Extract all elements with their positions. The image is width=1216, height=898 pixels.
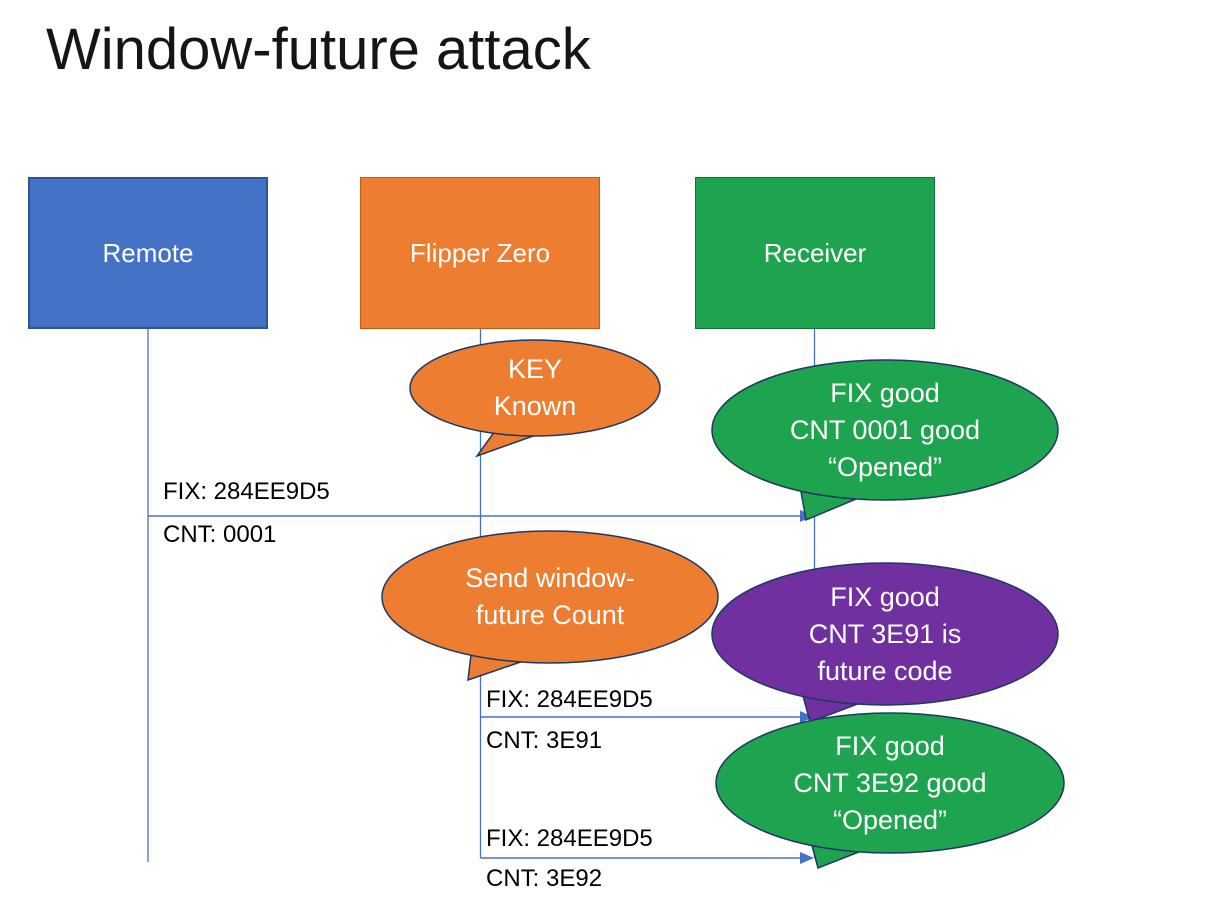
- message-1-fix-label: FIX: 284EE9D5: [163, 478, 330, 505]
- callout-cnt-3e91-future: [711, 562, 1059, 723]
- arrowhead-message-2: [800, 711, 814, 723]
- callout-cnt-3e92-good-ellipse: [715, 712, 1065, 854]
- message-2-cnt-label: CNT: 3E91: [486, 727, 603, 754]
- callout-send-window-future: [381, 530, 719, 682]
- actor-flipper-zero: Flipper Zero: [360, 177, 600, 329]
- callout-cnt-3e91-future-ellipse: [711, 562, 1059, 706]
- callout-key-known: [409, 339, 661, 458]
- actor-remote: Remote: [28, 177, 268, 329]
- callout-cnt-0001-good: [711, 359, 1059, 522]
- callout-key-known-ellipse: [409, 339, 661, 437]
- callout-send-window-future-ellipse: [381, 530, 719, 664]
- callout-cnt-3e92-good: [715, 712, 1065, 870]
- arrowhead-message-3: [800, 852, 814, 864]
- actor-flipper-zero-label: Flipper Zero: [409, 237, 551, 268]
- message-2-fix-label: FIX: 284EE9D5: [486, 686, 653, 713]
- message-1-cnt-label: CNT: 0001: [163, 521, 277, 548]
- actor-remote-label: Remote: [102, 237, 194, 268]
- callout-cnt-0001-good-ellipse: [711, 359, 1059, 501]
- message-3-fix-label: FIX: 284EE9D5: [486, 825, 653, 852]
- message-3-cnt-label: CNT: 3E92: [486, 865, 603, 892]
- actor-receiver-label: Receiver: [763, 237, 867, 268]
- actor-receiver: Receiver: [695, 177, 935, 329]
- page-title: Window-future attack: [46, 17, 591, 82]
